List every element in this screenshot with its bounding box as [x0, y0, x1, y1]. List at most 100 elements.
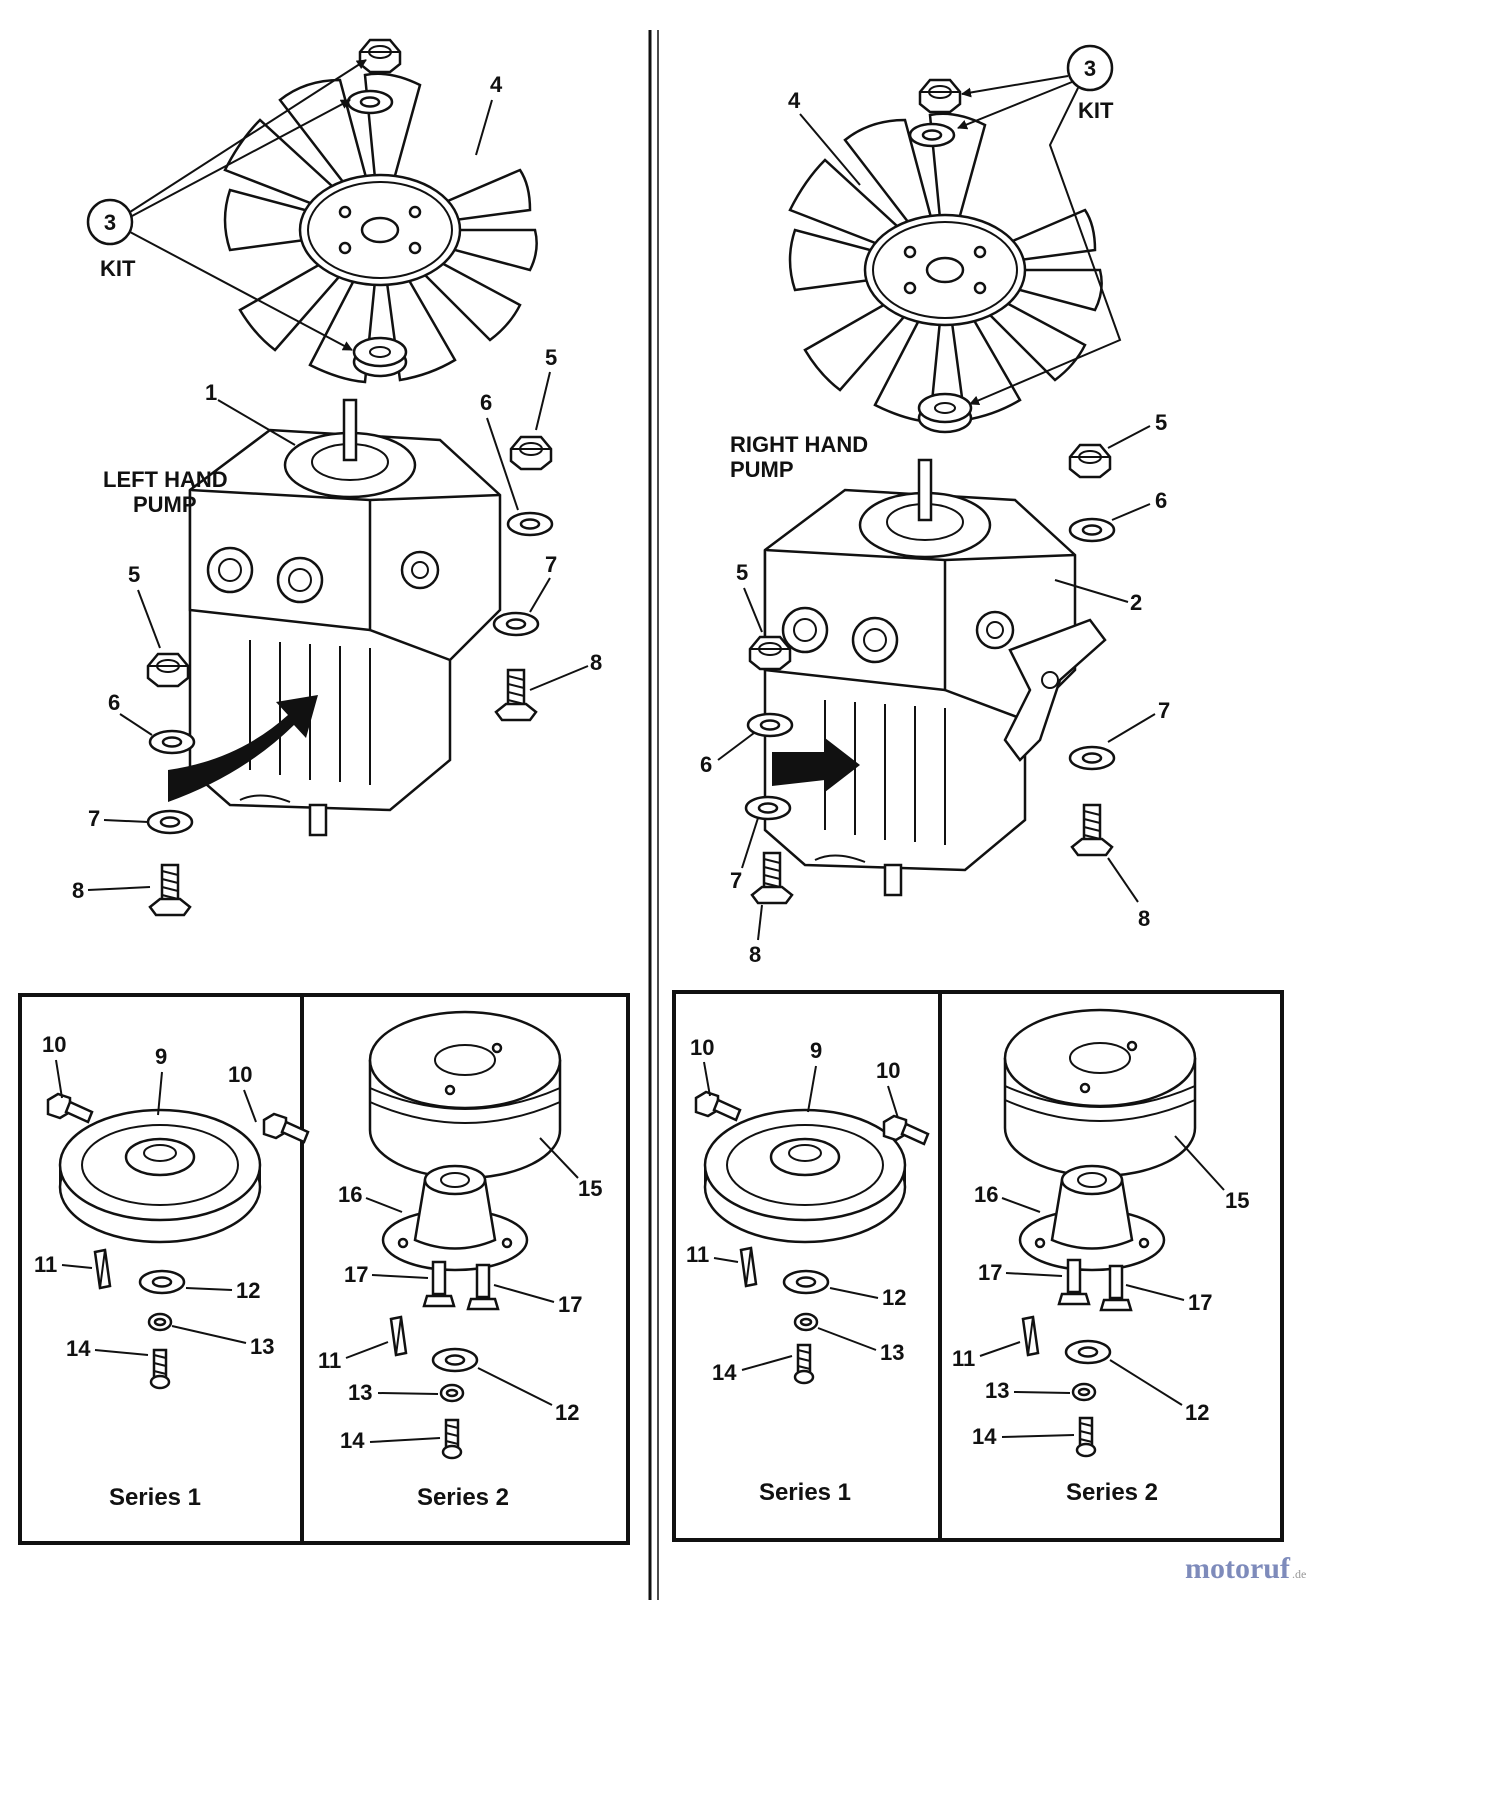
label-6b-right: 6 [700, 752, 712, 777]
label-17a-left: 17 [344, 1262, 368, 1287]
label-11-s1-right: 11 [686, 1242, 709, 1267]
label-7b-right: 7 [730, 868, 742, 893]
washer-7a-left [492, 611, 540, 637]
series2-caption-left: Series 2 [417, 1484, 509, 1511]
bolt-8b-left [148, 863, 192, 917]
bolt-17a-right [1057, 1258, 1091, 1306]
washer-12-s1-right [782, 1269, 830, 1295]
series2-caption-right: Series 2 [1066, 1479, 1158, 1506]
washer-12-s2-left [431, 1347, 479, 1373]
bolt-10a-right [694, 1090, 742, 1122]
washer-7a-right [1068, 745, 1116, 771]
nut-5b-left [146, 652, 190, 688]
label-8a-left: 8 [590, 650, 602, 675]
nut-kit-right [918, 78, 962, 114]
label-14-s1-left: 14 [66, 1336, 91, 1361]
bolt-8a-left [494, 668, 538, 722]
label-13-s1-left: 13 [250, 1334, 274, 1359]
pump-left [188, 398, 502, 837]
label-2: 2 [1130, 590, 1142, 615]
direction-arrow-right [772, 738, 860, 792]
washer-12-s2-right [1064, 1339, 1112, 1365]
pulley-15-left [368, 1010, 562, 1180]
pulley-9-left [58, 1108, 262, 1244]
title-left-line2: PUMP [133, 492, 197, 517]
pulley-15-right [1003, 1008, 1197, 1178]
label-8b-left: 8 [72, 878, 84, 903]
label-9-left: 9 [155, 1044, 167, 1069]
label-8a-right: 8 [1138, 906, 1150, 931]
kit-callout-number-right: 3 [1084, 56, 1096, 81]
label-17b-left: 17 [558, 1292, 582, 1317]
washer-kit-right [908, 122, 956, 148]
label-16-right: 16 [974, 1182, 998, 1207]
label-8b-right: 8 [749, 942, 761, 967]
washer-6b-left [148, 729, 196, 755]
screw-14-s2-right [1075, 1416, 1097, 1458]
right-hand-pump-group: 3 KIT 4 2 RIGHT HAND PUMP 5 6 7 8 5 6 [700, 44, 1170, 967]
screw-14-s1-right [793, 1343, 815, 1385]
hub-16-left [381, 1164, 529, 1272]
label-6b-left: 6 [108, 690, 120, 715]
hub-16-right [1018, 1164, 1166, 1272]
pulley-9-right [703, 1108, 907, 1244]
label-4-left: 4 [490, 72, 503, 97]
label-9-right: 9 [810, 1038, 822, 1063]
left-series-box: 9 10 10 11 12 13 14 Series 1 15 [18, 993, 630, 1545]
right-series-box: 9 10 10 11 12 13 14 Series 1 15 [672, 990, 1284, 1542]
key-11-s1-right [739, 1246, 758, 1288]
bolt-8a-right [1070, 803, 1114, 857]
label-10a-left: 10 [42, 1032, 66, 1057]
watermark-logo: motoruf .de [1185, 1552, 1306, 1585]
control-arm-right [1003, 618, 1107, 762]
nut-5a-left [509, 435, 553, 471]
washer-7b-right [744, 795, 792, 821]
watermark-brand: motoruf [1185, 1552, 1291, 1585]
label-5a-right: 5 [1155, 410, 1167, 435]
kit-callout-number-left: 3 [104, 210, 116, 235]
key-11-s2-left [389, 1315, 408, 1357]
label-13-s2-left: 13 [348, 1380, 372, 1405]
washer-kit-left [346, 89, 394, 115]
washer-7b-left [146, 809, 194, 835]
label-14-s1-right: 14 [712, 1360, 737, 1385]
series1-caption-left: Series 1 [109, 1484, 201, 1511]
label-17b-right: 17 [1188, 1290, 1212, 1315]
label-16-left: 16 [338, 1182, 362, 1207]
left-series2: 15 16 17 17 11 12 13 [318, 1010, 602, 1511]
title-right-line2: PUMP [730, 457, 794, 482]
label-5b-right: 5 [736, 560, 748, 585]
washer-6b-right [746, 712, 794, 738]
screw-14-s2-left [441, 1418, 463, 1460]
left-series1: 9 10 10 11 12 13 14 Series 1 [34, 1032, 310, 1511]
label-12-s1-left: 12 [236, 1278, 260, 1303]
label-12-s2-right: 12 [1185, 1400, 1209, 1425]
kit-callout-circle-left [86, 198, 134, 246]
bushing-kit-left [352, 336, 408, 378]
screw-14-s1-left [149, 1348, 171, 1390]
bolt-8b-right [750, 851, 794, 905]
label-1: 1 [205, 380, 217, 405]
bolt-17b-left [466, 1263, 500, 1311]
left-hand-pump-group: 3 KIT 4 1 LEFT HAND PUMP 5 6 7 8 5 6 7 [72, 38, 602, 917]
washer-12-s1-left [138, 1269, 186, 1295]
right-series2: 15 16 17 17 11 12 13 [952, 1008, 1249, 1506]
lockwasher-13-s2-right [1071, 1382, 1097, 1402]
watermark-suffix: .de [1292, 1567, 1306, 1581]
lockwasher-13-s1-right [793, 1312, 819, 1332]
label-5a-left: 5 [545, 345, 557, 370]
bolt-17b-right [1099, 1264, 1133, 1312]
bolt-17a-left [422, 1260, 456, 1308]
label-15-right: 15 [1225, 1188, 1249, 1213]
label-11-s2-left: 11 [318, 1348, 341, 1373]
series1-caption-right: Series 1 [759, 1479, 851, 1506]
title-right-line1: RIGHT HAND [730, 432, 868, 457]
label-14-s2-right: 14 [972, 1424, 997, 1449]
label-10a-right: 10 [690, 1035, 714, 1060]
key-11-s1-left [93, 1248, 112, 1290]
nut-kit-left [358, 38, 402, 74]
label-7a-right: 7 [1158, 698, 1170, 723]
label-7a-left: 7 [545, 552, 557, 577]
label-17a-right: 17 [978, 1260, 1002, 1285]
